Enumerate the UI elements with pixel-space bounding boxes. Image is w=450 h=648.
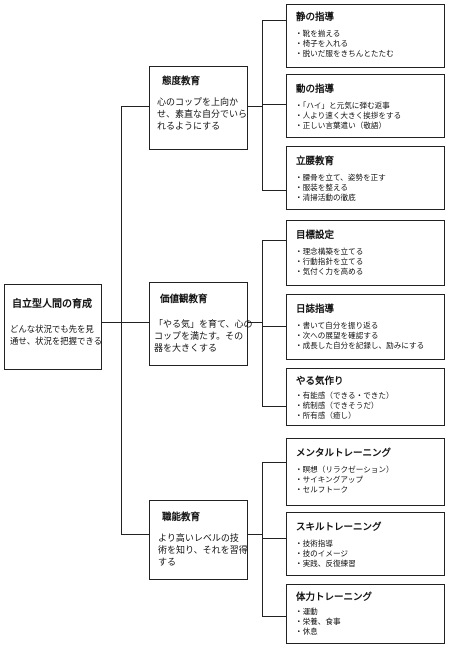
leaf-item: 服装を整える xyxy=(295,183,386,193)
leaf-item: 書いて自分を振り返る xyxy=(295,321,424,331)
category-node-values: 価値観教育 「やる気」を育て、心の コップを満たす。その 器を大きくする xyxy=(149,282,253,366)
leaf-items: 瞑想（リラクゼーション） サイキングアップ セルフトーク xyxy=(295,465,394,495)
leaf-item: 「ハイ」と元気に弾む返事 xyxy=(295,101,401,111)
leaf-item: 靴を揃える xyxy=(295,29,394,39)
leaf-item: 休息 xyxy=(295,627,341,637)
leaf-node: スキルトレーニング 技術指導 技のイメージ 実践、反復練習 xyxy=(286,512,445,576)
leaf-node: 体力トレーニング 運動 栄養、食事 休息 xyxy=(286,584,445,644)
leaf-title: 日誌指導 xyxy=(296,304,335,315)
leaf-title: スキルトレーニング xyxy=(296,522,382,533)
leaf-node: 立腰教育 腰骨を立て、姿勢を正す 服装を整える 清掃活動の徹底 xyxy=(286,146,445,210)
leaf-item: 人より速く大きく挨拶をする xyxy=(295,111,402,121)
category-description-line: れるようにする xyxy=(157,122,221,132)
root-description-line: 通せ、状況を把握できる xyxy=(10,336,102,346)
category-description-line: 器を大きくする xyxy=(154,344,218,354)
category-description-line: 心のコップを上向か xyxy=(157,98,239,108)
category-description: 「やる気」を育て、心の コップを満たす。その 器を大きくする xyxy=(154,319,253,355)
connector-line xyxy=(262,462,286,463)
leaf-items: 有能感（できる・できた） 統制感（できそうだ） 所有感（癒し） xyxy=(295,391,394,421)
leaf-title: 動の指導 xyxy=(296,84,335,95)
leaf-item: 気付く力を高める xyxy=(295,267,364,277)
connector-line xyxy=(121,106,149,107)
category-title: 価値観教育 xyxy=(160,294,208,305)
leaf-item: 技のイメージ xyxy=(295,549,356,559)
leaf-node: メンタルトレーニング 瞑想（リラクゼーション） サイキングアップ セルフトーク xyxy=(286,438,445,506)
leaf-item: 成長した自分を記録し、励みにする xyxy=(295,341,425,351)
leaf-item: 脱いだ服をきちんとたたむ xyxy=(295,49,394,59)
connector-line xyxy=(121,106,122,534)
connector-line xyxy=(262,240,263,406)
category-node-attitude: 態度教育 心のコップを上向か せ、素直な自分でいら れるようにする xyxy=(149,66,248,150)
connector-line xyxy=(262,20,263,190)
leaf-items: 腰骨を立て、姿勢を正す 服装を整える 清掃活動の徹底 xyxy=(295,173,386,203)
category-node-skills: 職能教育 より高いレベルの技 術を知り、それを習得 する xyxy=(149,500,248,580)
leaf-item: 清掃活動の徹底 xyxy=(295,193,386,203)
leaf-items: 技術指導 技のイメージ 実践、反復練習 xyxy=(295,539,356,569)
leaf-item: サイキングアップ xyxy=(295,475,394,485)
connector-line xyxy=(121,322,149,323)
connector-line xyxy=(262,616,286,617)
connector-line xyxy=(262,20,286,21)
root-title: 自立型人間の育成 xyxy=(12,299,92,310)
connector-line xyxy=(262,462,263,616)
leaf-title: 静の指導 xyxy=(296,12,335,23)
category-description-line: する xyxy=(158,558,177,568)
leaf-items: 靴を揃える 椅子を入れる 脱いだ服をきちんとたたむ xyxy=(295,29,394,59)
leaf-node: 動の指導 「ハイ」と元気に弾む返事 人より速く大きく挨拶をする 正しい言葉遣い（… xyxy=(286,74,445,138)
connector-line xyxy=(248,322,262,323)
leaf-item: 理念構築を立てる xyxy=(295,247,364,257)
leaf-item: 技術指導 xyxy=(295,539,356,549)
leaf-item: 瞑想（リラクゼーション） xyxy=(295,465,394,475)
category-description-line: せ、素直な自分でいら xyxy=(157,110,248,120)
leaf-node: 静の指導 靴を揃える 椅子を入れる 脱いだ服をきちんとたたむ xyxy=(286,4,445,68)
leaf-item: 統制感（できそうだ） xyxy=(295,401,394,411)
leaf-node: 日誌指導 書いて自分を振り返る 次への展望を確認する 成長した自分を記録し、励み… xyxy=(286,294,445,360)
leaf-title: 体力トレーニング xyxy=(296,592,373,603)
connector-line xyxy=(248,534,262,535)
leaf-title: やる気作り xyxy=(296,376,344,387)
connector-line xyxy=(262,538,286,539)
category-description: 心のコップを上向か せ、素直な自分でいら れるようにする xyxy=(157,97,247,133)
leaf-node: やる気作り 有能感（できる・できた） 統制感（できそうだ） 所有感（癒し） xyxy=(286,368,445,426)
root-description-line: どんな状況でも先を見 xyxy=(10,324,94,334)
root-description: どんな状況でも先を見 通せ、状況を把握できる xyxy=(10,323,102,347)
leaf-item: セルフトーク xyxy=(295,485,394,495)
category-description-line: 「やる気」を育て、心の xyxy=(154,320,253,330)
connector-line xyxy=(262,104,286,105)
leaf-node: 目標設定 理念構築を立てる 行動指針を立てる 気付く力を高める xyxy=(286,220,445,286)
leaf-items: 運動 栄養、食事 休息 xyxy=(295,607,341,637)
connector-line xyxy=(262,240,286,241)
leaf-item: 運動 xyxy=(295,607,341,617)
leaf-items: 「ハイ」と元気に弾む返事 人より速く大きく挨拶をする 正しい言葉遣い（敬語） xyxy=(295,101,402,131)
category-description-line: コップを満たす。その xyxy=(154,332,244,342)
leaf-item: 所有感（癒し） xyxy=(295,411,394,421)
leaf-item: 正しい言葉遣い（敬語） xyxy=(295,121,401,131)
connector-line xyxy=(262,326,286,327)
connector-line xyxy=(262,406,286,407)
category-description-line: 術を知り、それを習得 xyxy=(158,546,248,556)
leaf-item: 実践、反復練習 xyxy=(295,559,356,569)
leaf-item: 腰骨を立て、姿勢を正す xyxy=(295,173,386,183)
leaf-item: 椅子を入れる xyxy=(295,39,394,49)
leaf-items: 書いて自分を振り返る 次への展望を確認する 成長した自分を記録し、励みにする xyxy=(295,321,425,351)
category-description-line: より高いレベルの技 xyxy=(158,534,239,544)
leaf-title: 立腰教育 xyxy=(296,156,335,167)
connector-line xyxy=(121,534,149,535)
leaf-item: 行動指針を立てる xyxy=(295,257,364,267)
leaf-title: メンタルトレーニング xyxy=(296,448,392,459)
category-title: 職能教育 xyxy=(162,512,201,523)
leaf-item: 有能感（できる・できた） xyxy=(295,391,394,401)
leaf-title: 目標設定 xyxy=(296,230,335,241)
leaf-item: 次への展望を確認する xyxy=(295,331,424,341)
connector-line xyxy=(102,322,122,323)
category-title: 態度教育 xyxy=(162,76,201,87)
connector-line xyxy=(262,190,286,191)
connector-line xyxy=(248,106,262,107)
root-node: 自立型人間の育成 どんな状況でも先を見 通せ、状況を把握できる xyxy=(4,284,102,370)
category-description: より高いレベルの技 術を知り、それを習得 する xyxy=(158,533,248,569)
leaf-items: 理念構築を立てる 行動指針を立てる 気付く力を高める xyxy=(295,247,364,277)
leaf-item: 栄養、食事 xyxy=(295,617,341,627)
